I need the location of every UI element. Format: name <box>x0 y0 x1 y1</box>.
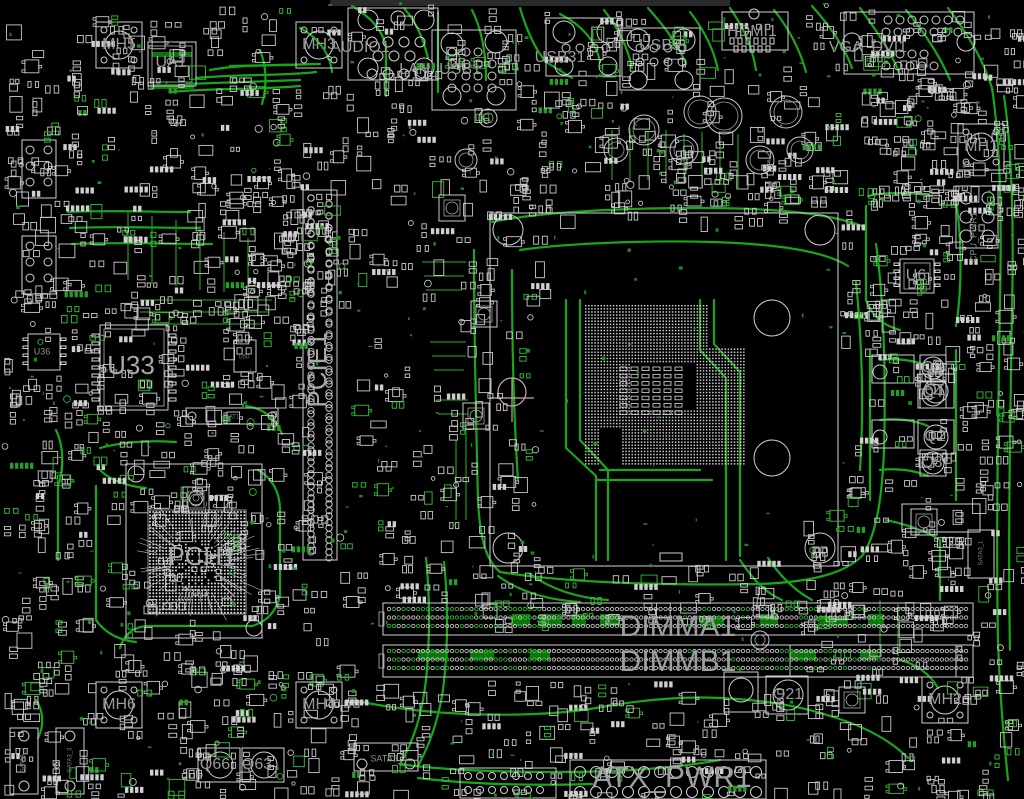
ic-u36 <box>22 333 67 371</box>
label-transistor-q5: Q5 <box>921 359 942 376</box>
label-ic-u36: U36 <box>34 346 51 356</box>
label-connector-usb3: USB3 <box>639 37 681 54</box>
ic-pch1 <box>125 463 263 639</box>
label-transistor-q4: Q4 <box>921 384 942 401</box>
label-connector-bat1: BAT1 <box>225 415 240 421</box>
header-front-panel <box>459 767 557 799</box>
transistor-q63 <box>241 747 285 783</box>
label-connector-sata3-4: SATA3_4 <box>370 753 407 763</box>
slot-dimma1 <box>378 602 974 636</box>
label-mounting-hole-mh1: MH1 <box>964 138 998 155</box>
label-transistor-q66: Q66 <box>200 756 230 773</box>
power-inductors <box>182 194 938 714</box>
slot-contacts-dimmb1 <box>386 648 969 671</box>
label-connector-atx-pwr1: ATX_PWR1 <box>592 761 751 794</box>
label-mounting-hole-mh3: MH3 <box>302 36 336 53</box>
label-connector-lan-usb1: LAN_USB1 <box>399 61 481 78</box>
label-connector-sata3-2: SATA3_2 <box>21 747 27 772</box>
label-transistor-q63: Q63 <box>242 756 272 773</box>
connector-sata3-1 <box>967 529 995 579</box>
label-connector-vga-dvi1: VGA_DVI1 <box>829 39 907 56</box>
label-connector-sata3-3: SATA3_3 <box>68 747 74 772</box>
label-ic-u50: U50 <box>238 355 250 361</box>
label-transistor-q1: Q1 <box>924 382 945 399</box>
label-connector-usb31: USB31 <box>535 49 586 66</box>
ic-u6 <box>893 258 941 294</box>
header-left-1 <box>21 139 57 199</box>
label-connector-audio1: AUDIO1 <box>330 39 390 56</box>
header-usb-bottom-2 <box>901 503 981 533</box>
viewer-titlebar-strip <box>330 0 730 6</box>
label-mounting-hole-mh2: MH2 <box>928 691 962 708</box>
label-connector-cpu-pwr1: CPU_PWR1 <box>968 212 978 262</box>
label-slot-dimmb1: DIMMB1 <box>620 645 737 678</box>
label-connector-sata3-1: SATA3_1 <box>979 540 985 565</box>
label-ic-u6: U6 <box>906 267 927 284</box>
electrolytic-capacitors <box>188 95 814 650</box>
connector-hdmi1 <box>721 8 789 53</box>
label-transistor-q21: Q21 <box>773 686 803 703</box>
label-ic-ua1: UA1 <box>155 54 186 71</box>
label-ic-u33: U33 <box>107 350 155 380</box>
connector-usb3 <box>619 27 701 91</box>
connector-vga-dvi1 <box>842 11 976 75</box>
label-ic-pch1: PCH1 <box>167 541 236 571</box>
choke-cho1 <box>871 354 915 384</box>
cpu1-lga-pad-array <box>585 305 745 465</box>
label-slot-dimma1: DIMMA1 <box>620 610 737 643</box>
label-connector-hdmi1: HDMI1 <box>727 23 777 40</box>
copper-flecks <box>9 2 1024 799</box>
label-mounting-hole-mh4: MH4 <box>302 696 336 713</box>
label-mounting-hole-mh6: MH6 <box>102 696 136 713</box>
slot-pcie1 <box>302 189 338 561</box>
transistor-q20 <box>723 671 759 713</box>
socket-cpu1 <box>489 212 839 567</box>
label-transistor-q3: Q3 <box>921 454 942 471</box>
label-transistor-q2: Q2 <box>924 428 945 445</box>
label-slot-pcie1: PCIE1 <box>302 332 332 407</box>
connector-usb31 <box>545 17 623 77</box>
label-mounting-hole-mh5: MH5 <box>102 36 136 53</box>
transistor-q66 <box>197 747 241 783</box>
choke-cho2 <box>871 419 915 449</box>
slot-dimmb1 <box>378 644 974 678</box>
